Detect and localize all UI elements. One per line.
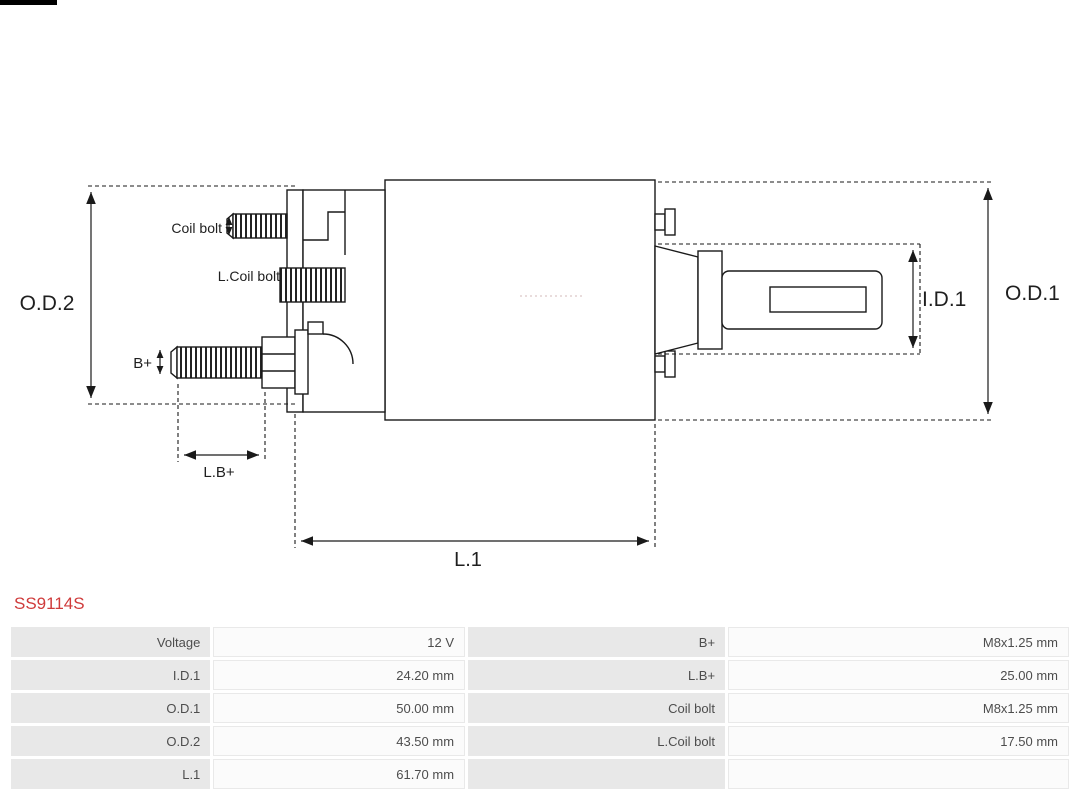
insulator-arc xyxy=(322,333,354,365)
dimension-label-coil-bolt: Coil bolt xyxy=(171,220,222,236)
spec-value-lbplus: 25.00 mm xyxy=(728,660,1069,690)
spec-row: I.D.1 24.20 mm L.B+ 25.00 mm xyxy=(11,660,1069,690)
top-left-black-bar xyxy=(0,0,57,5)
spec-row: L.1 61.70 mm xyxy=(11,759,1069,789)
spec-table: Voltage 12 V B+ M8x1.25 mm I.D.1 24.20 m… xyxy=(8,624,1072,792)
spec-value-id1: 24.20 mm xyxy=(213,660,466,690)
spec-label-lcoil-bolt: L.Coil bolt xyxy=(468,726,726,756)
right-tab-top-cap xyxy=(664,208,676,236)
spec-label-voltage: Voltage xyxy=(11,627,211,657)
right-tab-bottom-cap xyxy=(664,350,676,378)
coil-bolt-thread xyxy=(232,213,288,239)
spec-value-empty xyxy=(728,759,1069,789)
front-ring xyxy=(697,250,723,350)
spec-value-coil-bolt: M8x1.25 mm xyxy=(728,693,1069,723)
spec-row: Voltage 12 V B+ M8x1.25 mm xyxy=(11,627,1069,657)
dimension-label-od2: O.D.2 xyxy=(20,292,75,315)
part-number[interactable]: SS9114S xyxy=(14,594,85,613)
flange-step-detail xyxy=(303,211,345,241)
spec-label-empty xyxy=(468,759,726,789)
dimension-label-od1: O.D.1 xyxy=(1005,282,1060,305)
spec-value-od1: 50.00 mm xyxy=(213,693,466,723)
bplus-stud-tip xyxy=(170,345,178,380)
shaft-slot xyxy=(769,286,867,313)
bplus-stud-thread xyxy=(176,346,263,379)
dimension-label-id1: I.D.1 xyxy=(922,288,966,311)
spec-value-lcoil-bolt: 17.50 mm xyxy=(728,726,1069,756)
spec-label-id1: I.D.1 xyxy=(11,660,211,690)
spec-value-voltage: 12 V xyxy=(213,627,466,657)
solenoid-body xyxy=(384,179,656,421)
right-tab-bottom-stem xyxy=(654,355,666,373)
dimension-label-l1: L.1 xyxy=(454,549,482,571)
bplus-washer xyxy=(294,329,309,395)
spec-label-bplus: B+ xyxy=(468,627,726,657)
bplus-nut xyxy=(261,336,296,389)
dimension-label-lcoil-bolt: L.Coil bolt xyxy=(218,268,280,284)
spec-label-lbplus: L.B+ xyxy=(468,660,726,690)
dimension-label-bplus: B+ xyxy=(133,355,152,372)
spec-label-l1: L.1 xyxy=(11,759,211,789)
dimension-lines xyxy=(86,188,993,546)
extension-lines xyxy=(88,181,992,548)
coil-bolt-tip xyxy=(226,212,234,240)
lcoil-bolt-thread xyxy=(279,267,346,303)
spec-value-od2: 43.50 mm xyxy=(213,726,466,756)
terminal-tab xyxy=(307,321,324,335)
solenoid-outline xyxy=(170,179,883,421)
spec-row: O.D.2 43.50 mm L.Coil bolt 17.50 mm xyxy=(11,726,1069,756)
spec-label-coil-bolt: Coil bolt xyxy=(468,693,726,723)
spec-value-bplus: M8x1.25 mm xyxy=(728,627,1069,657)
spec-label-od2: O.D.2 xyxy=(11,726,211,756)
solenoid-technical-drawing: O.D.2 O.D.1 I.D.1 L.1 L.B+ Coil bolt L.C… xyxy=(20,179,1060,571)
front-cone xyxy=(654,245,699,355)
spec-row: O.D.1 50.00 mm Coil bolt M8x1.25 mm xyxy=(11,693,1069,723)
spec-label-od1: O.D.1 xyxy=(11,693,211,723)
spec-value-l1: 61.70 mm xyxy=(213,759,466,789)
dimension-label-lbplus: L.B+ xyxy=(203,464,235,481)
right-tab-top-stem xyxy=(654,213,666,231)
dimension-labels: O.D.2 O.D.1 I.D.1 L.1 L.B+ Coil bolt L.C… xyxy=(20,220,1060,571)
